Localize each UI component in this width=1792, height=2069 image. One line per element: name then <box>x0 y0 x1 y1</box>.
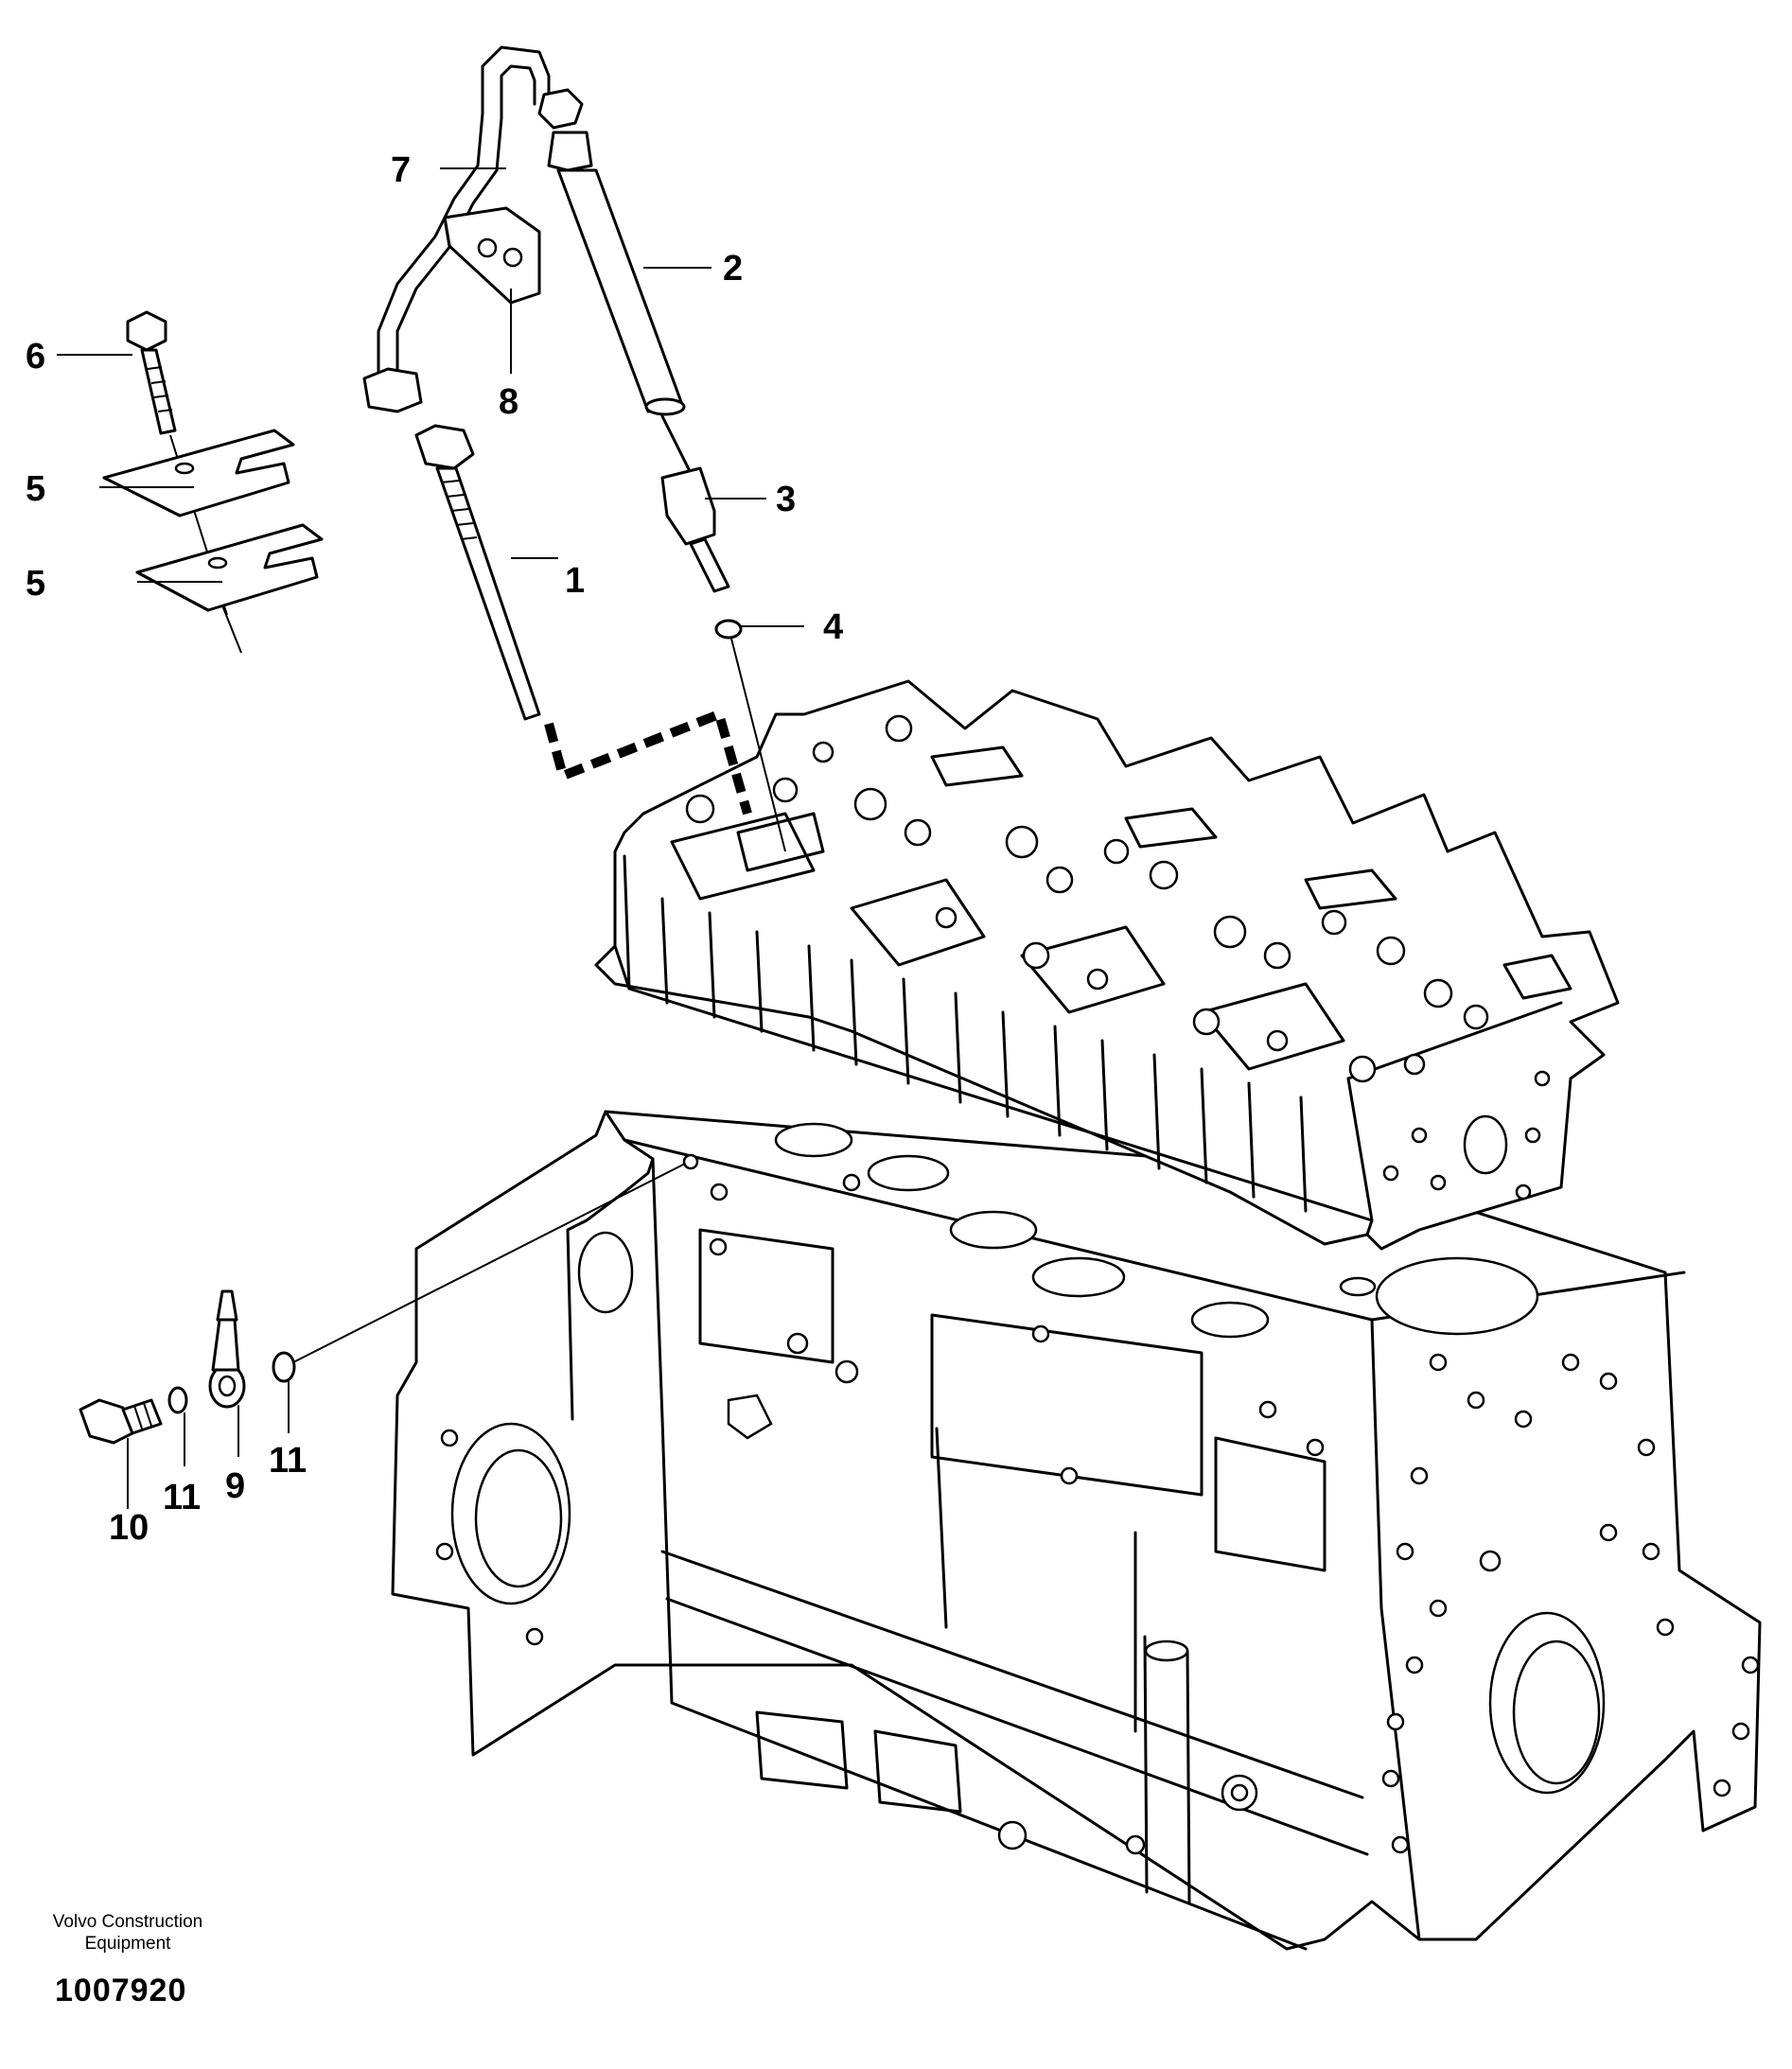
brand-line-2: Equipment <box>84 1934 171 1954</box>
stud-routing-line <box>544 708 752 815</box>
callout-11-left: 11 <box>163 1478 201 1517</box>
fitting-axis-line <box>292 1161 690 1363</box>
callout-7: 7 <box>391 150 411 190</box>
sealing-washer <box>714 619 743 640</box>
banjo-fitting <box>208 1289 246 1409</box>
callout-4: 4 <box>823 607 843 647</box>
fuel-pipe-nut-lower <box>362 367 423 413</box>
callout-2: 2 <box>723 249 743 289</box>
injector <box>547 131 693 475</box>
pipe-clamp <box>443 206 541 305</box>
block-bolt-holes <box>435 1173 1760 1855</box>
fuel-pipe-nut-upper <box>537 88 584 130</box>
head-top-holes <box>685 714 1489 1083</box>
copper-washer-left <box>167 1386 188 1414</box>
document-number: 1007920 <box>55 1973 187 2008</box>
fuel-pipe <box>377 45 551 376</box>
brand-caption: Volvo Construction Equipment <box>28 1911 227 1955</box>
copper-washer-right <box>272 1351 296 1383</box>
callout-labels: 1 2 3 4 5 5 6 7 8 9 10 11 11 <box>26 150 843 1548</box>
callout-9: 9 <box>225 1466 245 1506</box>
callout-5-lower: 5 <box>26 564 45 604</box>
clamp-plate-upper <box>102 429 295 517</box>
callout-5-upper: 5 <box>26 469 45 509</box>
callout-8: 8 <box>499 382 518 422</box>
banjo-bolt <box>79 1398 163 1445</box>
head-side-ribs <box>660 897 1308 1213</box>
callout-3: 3 <box>776 480 796 519</box>
engine-block <box>391 1110 1762 1951</box>
nozzle-sleeve <box>660 466 730 593</box>
bracket-bolt <box>126 310 177 435</box>
callout-6: 6 <box>26 337 45 377</box>
stud-bolt <box>414 424 541 721</box>
callout-1: 1 <box>565 561 585 601</box>
cylinder-head <box>594 679 1620 1251</box>
injector-axis-line <box>730 638 786 852</box>
brand-line-1: Volvo Construction <box>52 1912 203 1932</box>
leader-lines <box>57 167 804 1509</box>
callout-11-right: 11 <box>269 1441 307 1481</box>
callout-10: 10 <box>109 1508 149 1548</box>
clamp-plate-lower <box>135 523 324 612</box>
